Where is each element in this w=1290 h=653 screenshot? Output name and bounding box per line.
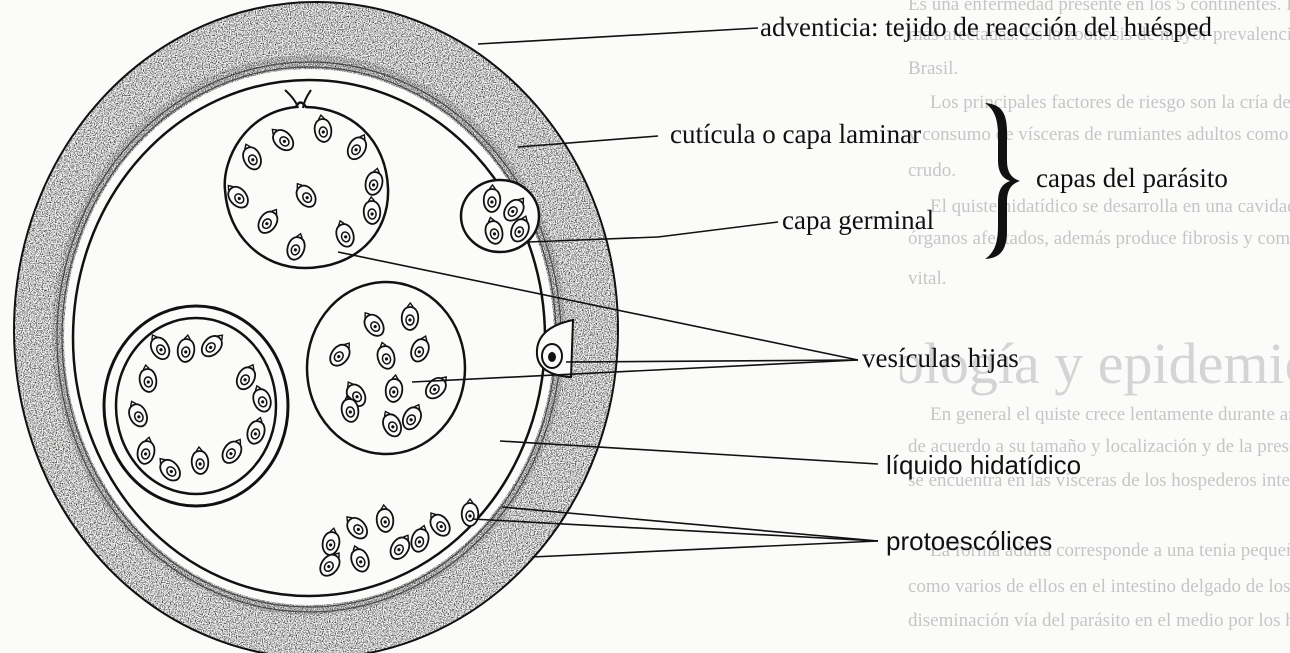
label-vesiculas: vesículas hijas	[862, 345, 1019, 372]
label-capas: capas del parásito	[1036, 165, 1228, 192]
label-liquido: líquido hidatídico	[886, 452, 1081, 478]
label-germinal: capa germinal	[782, 207, 934, 234]
capas-brace	[985, 103, 1020, 259]
leader-adventicia	[478, 28, 758, 44]
budding-capsule-core	[548, 352, 556, 362]
label-adventicia: adventicia: tejido de reacción del huésp…	[760, 14, 1212, 41]
label-cuticula: cutícula o capa laminar	[670, 121, 921, 148]
leader-germinal	[658, 222, 778, 237]
leader-protoescolices-3	[532, 541, 878, 557]
label-protoescolices: protoescólices	[886, 528, 1052, 554]
